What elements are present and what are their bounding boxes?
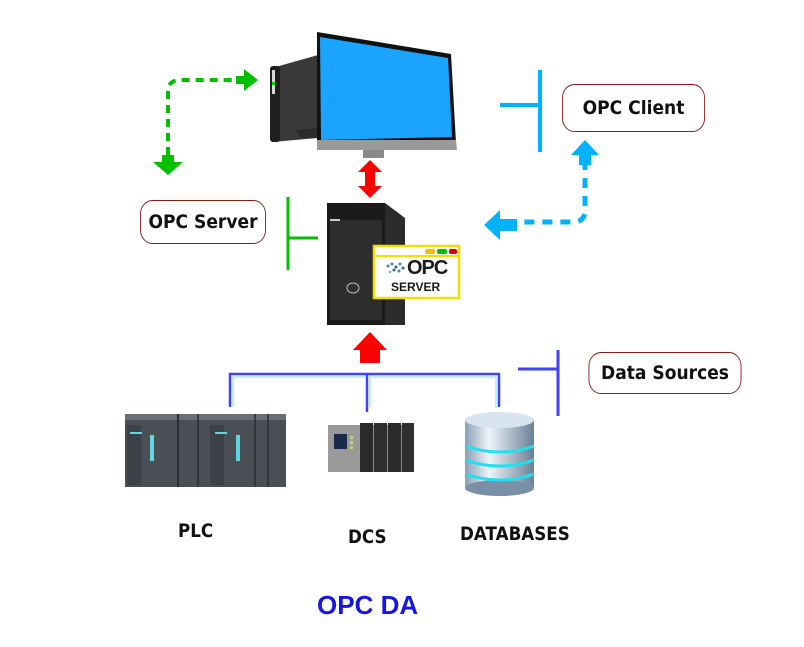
opc-server-label: OPC Server xyxy=(140,200,266,244)
client-workstation-icon xyxy=(270,32,457,158)
dcs-controller-icon xyxy=(328,423,414,472)
database-icon xyxy=(464,412,535,496)
device-caption-plc: PLC xyxy=(178,520,214,542)
window-close-icon xyxy=(449,249,457,254)
plc-rack-icon xyxy=(125,414,286,487)
dashed-arrow-server-to-client xyxy=(484,140,599,240)
up-arrow-sources-to-server xyxy=(353,332,387,363)
device-caption-dcs: DCS xyxy=(348,526,387,548)
bidirectional-arrow-client-server xyxy=(358,160,382,198)
data-sources-connector xyxy=(518,350,560,416)
client-connector xyxy=(500,70,542,152)
opc-server-badge xyxy=(372,244,461,300)
opc-server-subtext: SERVER xyxy=(391,280,441,294)
dashed-arrow-client-to-server xyxy=(153,69,258,175)
diagram-title: OPC DA xyxy=(317,590,419,620)
device-caption-databases: DATABASES xyxy=(460,523,570,545)
window-minimize-icon xyxy=(425,249,435,254)
data-sources-bus xyxy=(228,372,501,412)
server-connector xyxy=(286,197,318,270)
window-maximize-icon xyxy=(437,249,447,254)
opc-logo-dots-icon xyxy=(386,262,405,274)
data-sources-label: Data Sources xyxy=(588,352,742,394)
opc-client-label: OPC Client xyxy=(561,84,706,132)
server-tower-icon xyxy=(327,203,405,325)
opc-logo-text: OPC xyxy=(407,257,448,279)
